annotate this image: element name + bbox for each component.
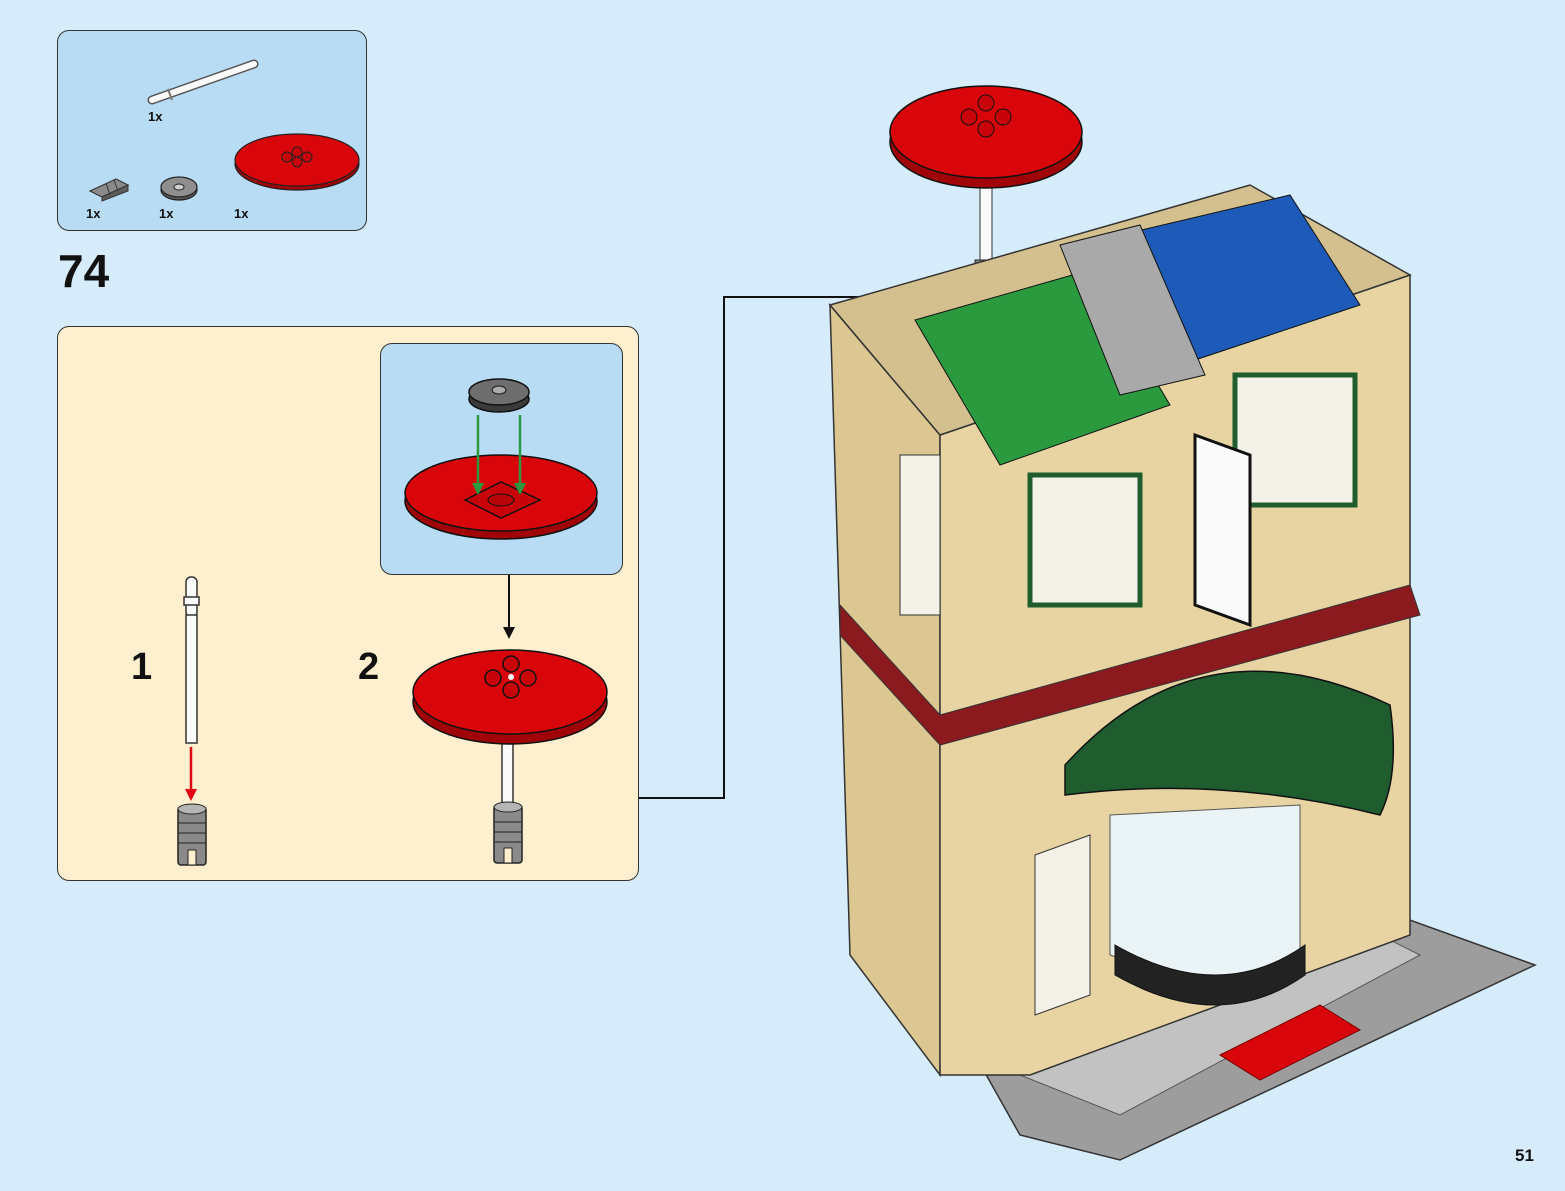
red-dish-icon — [234, 133, 360, 191]
parts-qty: 1x — [148, 109, 163, 124]
page-number: 51 — [1515, 1146, 1534, 1165]
parts-list-panel: 1x 1x 1x 1x — [57, 30, 367, 231]
parts-qty: 1x — [234, 206, 249, 221]
gray-connector-icon — [88, 178, 130, 202]
step2-illustration — [412, 649, 608, 864]
step-number: 74 — [58, 245, 110, 297]
step1-illustration — [177, 576, 207, 866]
callout-assembly-illustration — [404, 378, 598, 540]
gray-round-plate-icon — [160, 176, 198, 201]
white-bar-icon — [147, 59, 259, 105]
sub-step-label: 1 — [131, 646, 153, 688]
hotel-model-icon — [828, 85, 1537, 1161]
parts-qty: 1x — [86, 206, 101, 221]
parts-qty: 1x — [159, 206, 174, 221]
sub-step-label: 2 — [358, 646, 380, 688]
callout-arrow — [503, 575, 515, 639]
